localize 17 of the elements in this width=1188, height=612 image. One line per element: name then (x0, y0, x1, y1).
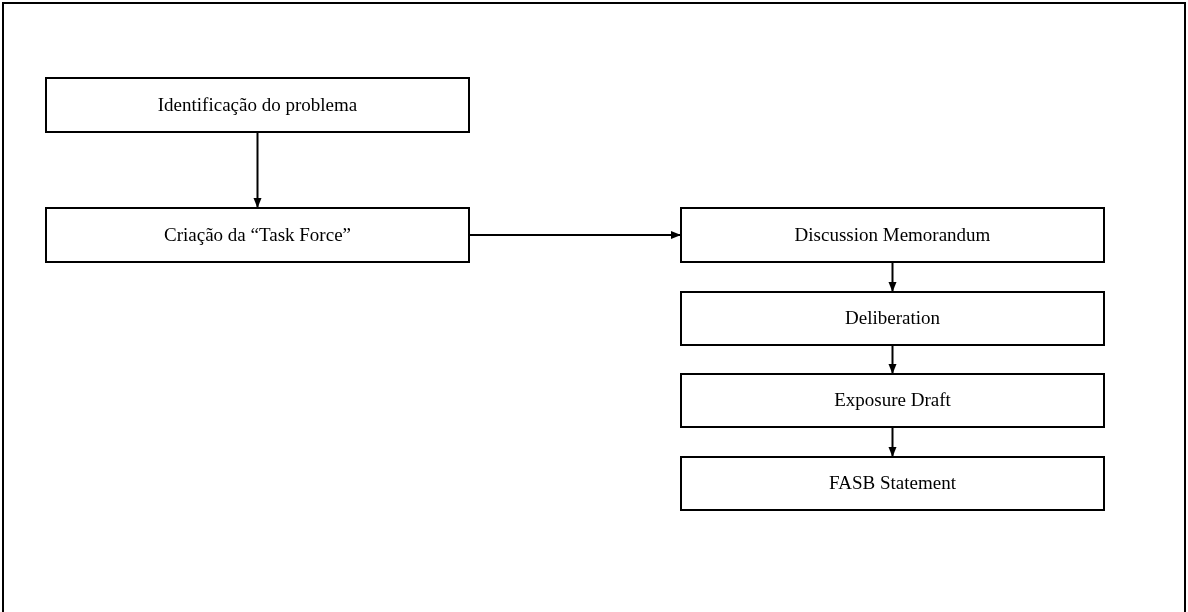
process-box (45, 207, 470, 263)
process-box (680, 207, 1105, 263)
arrow (888, 262, 897, 292)
arrow (469, 231, 681, 239)
arrow (888, 345, 897, 374)
process-box (680, 291, 1105, 346)
process-box (45, 77, 470, 133)
box-label: Discussion Memorandum (794, 222, 991, 247)
arrow (888, 427, 897, 457)
box-label: Identificação do problema (157, 92, 358, 117)
process-box (680, 373, 1105, 428)
process-box (680, 456, 1105, 511)
box-label: Deliberation (845, 306, 940, 331)
box-label: Exposure Draft (834, 388, 951, 413)
box-label: Criação da “Task Force” (164, 222, 351, 247)
arrow (253, 132, 262, 208)
box-label: FASB Statement (829, 471, 956, 496)
